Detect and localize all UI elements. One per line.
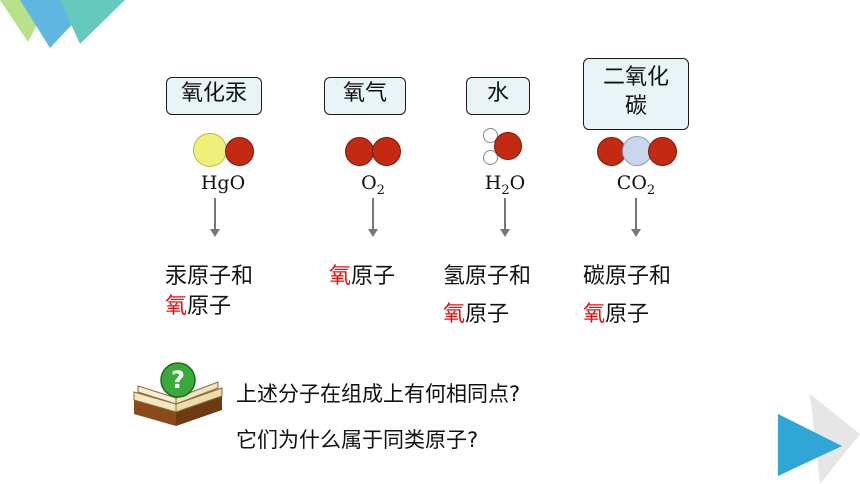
decorative-corner-top-left [0, 0, 125, 48]
oxygen-atom [648, 137, 677, 166]
oxygen-atom [494, 132, 522, 160]
question-1: 上述分子在组成上有何相同点? [236, 382, 521, 406]
label-water: 水 [466, 77, 530, 115]
oxygen-atom [225, 137, 254, 166]
arrow-down-icon [631, 198, 641, 237]
question-2: 它们为什么属于同类原子? [236, 428, 479, 452]
play-triangle-icon [778, 394, 860, 484]
formula-carbon-dioxide: CO2 [616, 172, 656, 198]
question-book-icon: ? [133, 362, 223, 426]
arrow-down-icon [210, 198, 220, 237]
formula-oxygen: O2 [361, 172, 385, 198]
carbon-atom [622, 136, 652, 166]
label-oxygen: 氧气 [324, 77, 406, 115]
hydrogen-atom [483, 150, 498, 165]
arrow-down-icon [368, 198, 378, 237]
arrow-down-icon [500, 198, 510, 237]
desc-carbon-dioxide: 碳原子和 氧原子 [583, 264, 672, 327]
oxygen-atom [345, 137, 374, 166]
svg-text:?: ? [171, 366, 185, 394]
mercury-atom [193, 133, 227, 167]
label-mercury-oxide: 氧化汞 [166, 77, 262, 115]
desc-oxygen: 氧原子 [329, 264, 396, 289]
formula-water: H2O [484, 172, 526, 198]
desc-mercury-oxide: 汞原子和 氧原子 [165, 264, 254, 319]
label-carbon-dioxide: 二氧化 碳 [583, 58, 689, 130]
oxygen-atom [372, 137, 401, 166]
formula-mercury-oxide: HgO [200, 172, 246, 194]
desc-water: 氢原子和 氧原子 [443, 264, 532, 327]
